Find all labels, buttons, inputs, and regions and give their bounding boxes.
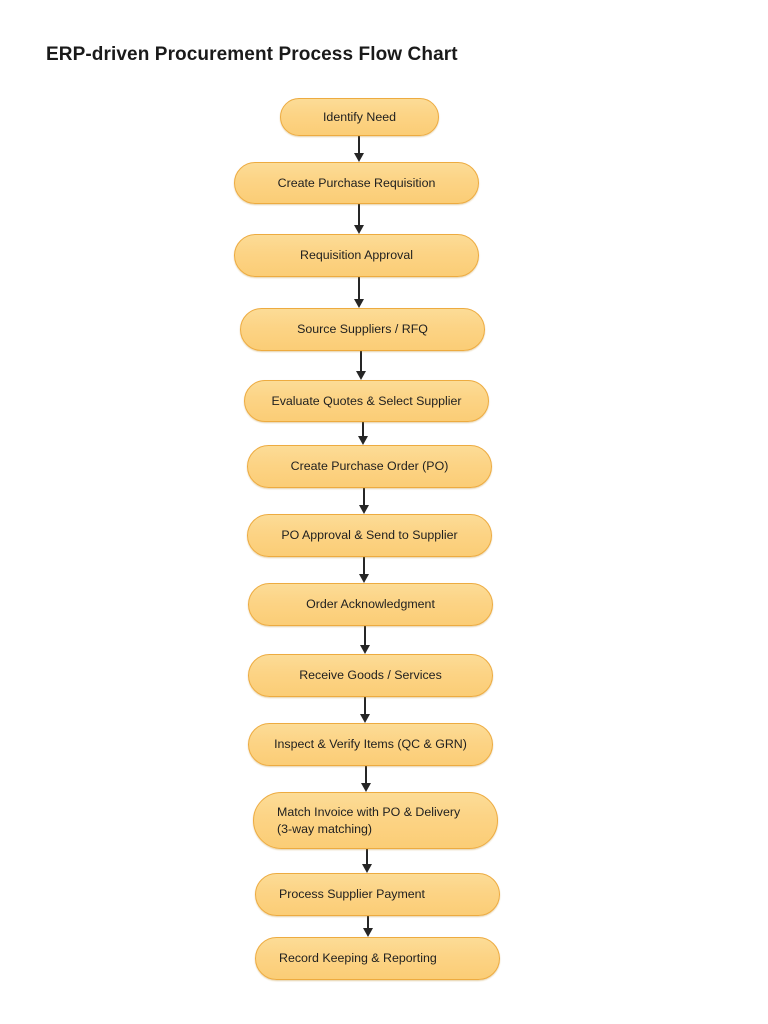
- connector-line: [358, 136, 360, 154]
- flow-connector-arrow: [351, 204, 367, 234]
- flow-connector-arrow: [351, 277, 367, 308]
- flow-node-label: Record Keeping & Reporting: [279, 951, 437, 965]
- flow-node-n12[interactable]: Process Supplier Payment: [255, 873, 500, 916]
- flow-node-n5[interactable]: Evaluate Quotes & Select Supplier: [244, 380, 489, 422]
- arrowhead-icon: [358, 505, 369, 514]
- flow-connector-arrow: [359, 849, 375, 873]
- flow-connector-arrow: [360, 916, 376, 937]
- flow-node-n9[interactable]: Receive Goods / Services: [248, 654, 493, 697]
- flow-connector-arrow: [357, 697, 373, 723]
- connector-line: [364, 626, 366, 646]
- flow-node-label: Evaluate Quotes & Select Supplier: [271, 393, 462, 408]
- arrowhead-icon: [360, 783, 371, 792]
- connector-line: [358, 277, 360, 300]
- arrowhead-icon: [353, 153, 364, 162]
- connector-line: [366, 849, 368, 865]
- arrowhead-icon: [355, 371, 366, 380]
- flow-node-n13[interactable]: Record Keeping & Reporting: [255, 937, 500, 980]
- flow-connector-arrow: [356, 488, 372, 514]
- flow-node-label: Receive Goods / Services: [299, 668, 442, 682]
- flow-node-label: Source Suppliers / RFQ: [297, 322, 428, 336]
- flow-connector-arrow: [356, 557, 372, 583]
- flow-connector-arrow: [358, 766, 374, 792]
- flow-node-n11[interactable]: Match Invoice with PO & Delivery (3-way …: [253, 792, 498, 849]
- arrowhead-icon: [361, 864, 372, 873]
- arrowhead-icon: [353, 299, 364, 308]
- connector-line: [362, 422, 364, 437]
- flow-node-n4[interactable]: Source Suppliers / RFQ: [240, 308, 485, 351]
- connector-line: [367, 916, 369, 929]
- flow-node-label: Match Invoice with PO & Delivery (3-way …: [277, 804, 461, 836]
- flow-node-label: Create Purchase Requisition: [277, 175, 436, 190]
- arrowhead-icon: [358, 574, 369, 583]
- arrowhead-icon: [362, 928, 373, 937]
- flow-node-n8[interactable]: Order Acknowledgment: [248, 583, 493, 626]
- arrowhead-icon: [357, 436, 368, 445]
- arrowhead-icon: [359, 645, 370, 654]
- connector-line: [360, 351, 362, 372]
- flow-connector-arrow: [351, 136, 367, 162]
- connector-line: [363, 557, 365, 575]
- flow-connector-arrow: [355, 422, 371, 445]
- arrowhead-icon: [353, 225, 364, 234]
- flow-connector-arrow: [353, 351, 369, 380]
- flow-node-label: Requisition Approval: [300, 248, 413, 262]
- flow-node-label: Inspect & Verify Items (QC & GRN): [274, 737, 467, 751]
- flow-node-n1[interactable]: Identify Need: [280, 98, 439, 136]
- connector-line: [365, 766, 367, 784]
- connector-line: [363, 488, 365, 506]
- flow-connector-arrow: [357, 626, 373, 654]
- flow-node-n2[interactable]: Create Purchase Requisition: [234, 162, 479, 204]
- flow-node-n10[interactable]: Inspect & Verify Items (QC & GRN): [248, 723, 493, 766]
- arrowhead-icon: [359, 714, 370, 723]
- connector-line: [358, 204, 360, 226]
- flow-node-label: Process Supplier Payment: [279, 887, 426, 901]
- flow-node-label: PO Approval & Send to Supplier: [281, 528, 458, 542]
- flow-node-n6[interactable]: Create Purchase Order (PO): [247, 445, 492, 488]
- flow-node-n3[interactable]: Requisition Approval: [234, 234, 479, 277]
- connector-line: [364, 697, 366, 715]
- flow-node-label: Identify Need: [322, 109, 396, 124]
- flow-node-label: Order Acknowledgment: [306, 597, 435, 611]
- page-title: ERP-driven Procurement Process Flow Char…: [46, 44, 458, 65]
- flow-node-n7[interactable]: PO Approval & Send to Supplier: [247, 514, 492, 557]
- flow-node-label: Create Purchase Order (PO): [290, 459, 449, 473]
